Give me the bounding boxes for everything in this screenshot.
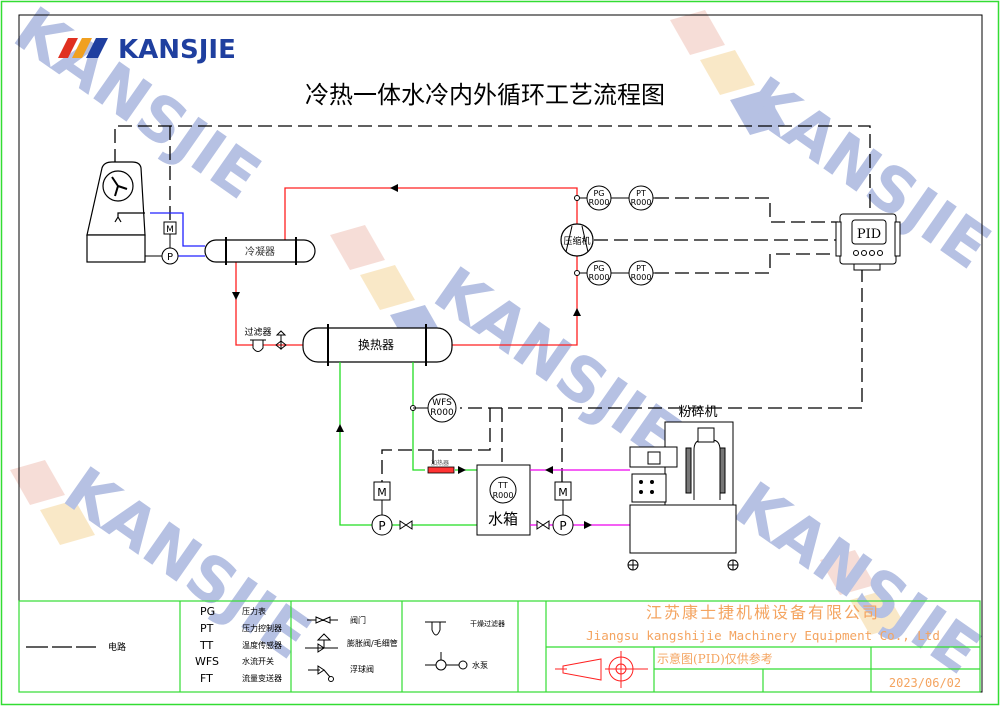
disclaimer-note: 示意图(PID)仅供参考 xyxy=(657,651,773,666)
title-block: 江苏康士捷机械设备有限公司 Jiangsu kangshijie Machine… xyxy=(586,603,961,690)
svg-text:R000: R000 xyxy=(631,273,652,282)
cooling-tower xyxy=(86,161,146,263)
flow-arrow xyxy=(545,466,553,474)
water-tank: TT R000 水箱 xyxy=(476,464,531,536)
valve-icon xyxy=(307,616,338,624)
svg-text:粉碎机: 粉碎机 xyxy=(678,405,717,420)
filter: 过滤器 xyxy=(244,326,272,352)
watermark-text: KANSJIE xyxy=(421,252,693,473)
watermark-text: KANSJIE xyxy=(51,452,323,673)
float-valve-icon xyxy=(308,665,331,678)
svg-text:干燥过滤器: 干燥过滤器 xyxy=(470,619,505,628)
expansion-valve xyxy=(275,330,287,351)
pt-upper-controller: PT R000 xyxy=(628,185,654,211)
page-title: 冷热一体水冷内外循环工艺流程图 xyxy=(305,81,665,109)
svg-text:压力控制器: 压力控制器 xyxy=(242,623,282,633)
grinder-machine: 粉碎机 xyxy=(627,405,739,571)
svg-text:换热器: 换热器 xyxy=(358,338,394,352)
svg-text:PT: PT xyxy=(636,264,646,273)
kansjie-logo: KANSJIE xyxy=(58,35,236,65)
svg-text:R000: R000 xyxy=(589,273,610,282)
tower-motor: M xyxy=(163,221,177,235)
svg-text:压力表: 压力表 xyxy=(242,606,266,616)
svg-text:压缩机: 压缩机 xyxy=(563,235,590,247)
svg-text:R000: R000 xyxy=(430,408,454,418)
company-name-en: Jiangsu kangshijie Machinery Equipment C… xyxy=(586,628,940,643)
svg-text:TT: TT xyxy=(199,639,214,652)
expansion-valve-icon xyxy=(305,633,338,653)
svg-text:WFS: WFS xyxy=(432,398,452,408)
legend-electric: 电路 xyxy=(26,641,126,653)
flow-arrow xyxy=(336,424,344,432)
svg-text:R000: R000 xyxy=(589,198,610,207)
chilled-water-lines xyxy=(339,362,477,526)
svg-text:M: M xyxy=(377,486,387,499)
pg-upper-gauge: PG R000 xyxy=(586,185,612,211)
condenser: 冷凝器 xyxy=(204,237,316,265)
process-water-lines xyxy=(530,469,630,526)
svg-text:R000: R000 xyxy=(493,491,514,500)
pg-lower-gauge: PG R000 xyxy=(586,260,612,286)
svg-text:加热器: 加热器 xyxy=(431,459,449,467)
svg-text:TT: TT xyxy=(497,481,508,490)
flow-arrow xyxy=(458,466,466,474)
pid-controller: PID xyxy=(835,213,901,271)
dryer-filter-icon xyxy=(425,621,446,636)
legend-abbreviations: PG 压力表 PT 压力控制器 TT 温度传感器 WFS 水流开关 FT 流量变… xyxy=(195,605,282,685)
process-pump: P xyxy=(552,514,574,536)
svg-text:PT: PT xyxy=(636,189,646,198)
chilled-motor: M xyxy=(373,481,391,501)
svg-text:PT: PT xyxy=(200,622,214,635)
svg-text:FT: FT xyxy=(200,672,213,685)
svg-text:P: P xyxy=(167,252,173,263)
svg-text:流量变送器: 流量变送器 xyxy=(242,673,282,683)
flow-arrow xyxy=(390,184,398,192)
legend-symbol-labels: 阀门 膨胀阀/毛细管 浮球阀 干燥过滤器 水泵 xyxy=(347,615,505,674)
heater: 加热器 xyxy=(427,459,455,474)
svg-text:温度传感器: 温度传感器 xyxy=(242,640,282,650)
wfs-switch: WFS R000 xyxy=(427,393,457,423)
svg-text:WFS: WFS xyxy=(195,655,219,668)
svg-text:M: M xyxy=(166,225,174,235)
svg-text:膨胀阀/毛细管: 膨胀阀/毛细管 xyxy=(347,638,398,648)
process-motor: M xyxy=(554,481,572,501)
svg-text:PG: PG xyxy=(200,605,215,618)
drawing-date: 2023/06/02 xyxy=(889,676,961,690)
flow-arrow xyxy=(232,292,240,300)
projection-symbol-icon xyxy=(555,651,648,688)
chilled-pump: P xyxy=(371,514,393,536)
svg-text:浮球阀: 浮球阀 xyxy=(350,664,374,674)
pump-icon xyxy=(435,659,447,671)
compressor: 压缩机 xyxy=(560,223,594,257)
valve-icon xyxy=(536,520,550,530)
svg-text:过滤器: 过滤器 xyxy=(244,326,271,338)
legend-table xyxy=(18,600,981,693)
pt-lower-controller: PT R000 xyxy=(628,260,654,286)
legend-symbols xyxy=(305,616,468,682)
svg-text:P: P xyxy=(559,519,566,533)
svg-text:阀门: 阀门 xyxy=(350,615,366,625)
flow-arrow xyxy=(573,308,581,316)
svg-text:PG: PG xyxy=(593,264,604,273)
watermark-stripes xyxy=(10,10,905,635)
svg-text:P: P xyxy=(378,519,385,533)
logo-text: KANSJIE xyxy=(118,35,236,65)
flow-arrow xyxy=(584,521,592,529)
svg-text:冷凝器: 冷凝器 xyxy=(245,245,275,258)
svg-text:M: M xyxy=(558,486,568,499)
svg-text:水泵: 水泵 xyxy=(472,660,488,670)
svg-text:水箱: 水箱 xyxy=(488,510,518,528)
heat-exchanger: 换热器 xyxy=(302,324,453,366)
tower-pump: P xyxy=(161,247,179,265)
svg-text:PG: PG xyxy=(593,189,604,198)
valve-icon xyxy=(399,520,413,530)
cooling-water-lines xyxy=(150,212,205,257)
company-name-cn: 江苏康士捷机械设备有限公司 xyxy=(646,603,880,622)
svg-text:水流开关: 水流开关 xyxy=(242,656,274,666)
svg-text:PID: PID xyxy=(857,227,881,242)
svg-text:R000: R000 xyxy=(631,198,652,207)
svg-text:电路: 电路 xyxy=(108,641,126,653)
